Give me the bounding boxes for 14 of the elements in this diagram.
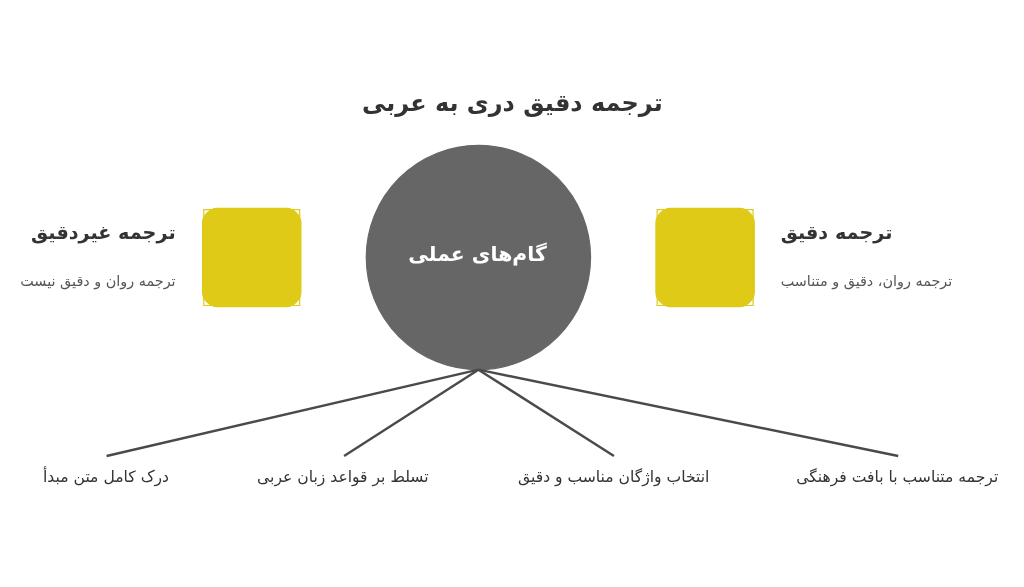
node-text: تسلط بر قواعد زبان عربی bbox=[257, 467, 429, 486]
connector bbox=[477, 368, 615, 458]
diagram-title: ترجمه دقیق دری به عربی bbox=[362, 88, 663, 117]
node-text: انتخاب واژگان مناسب و دقیق bbox=[518, 467, 710, 486]
connector bbox=[106, 368, 479, 458]
connector bbox=[343, 368, 480, 458]
connector bbox=[478, 368, 899, 458]
node-circle: گام‌های عملی bbox=[365, 144, 592, 371]
node-text: ترجمه متناسب با بافت فرهنگی bbox=[796, 467, 999, 486]
node-text: درک کامل متن مبدأ bbox=[43, 467, 170, 486]
node-label: ترجمه روان و دقیق نیست bbox=[20, 273, 176, 290]
node-label: ترجمه دقیق bbox=[780, 221, 893, 245]
node-label: ترجمه غیردقیق bbox=[31, 221, 176, 245]
node-label: ترجمه روان، دقیق و متناسب bbox=[780, 273, 953, 290]
